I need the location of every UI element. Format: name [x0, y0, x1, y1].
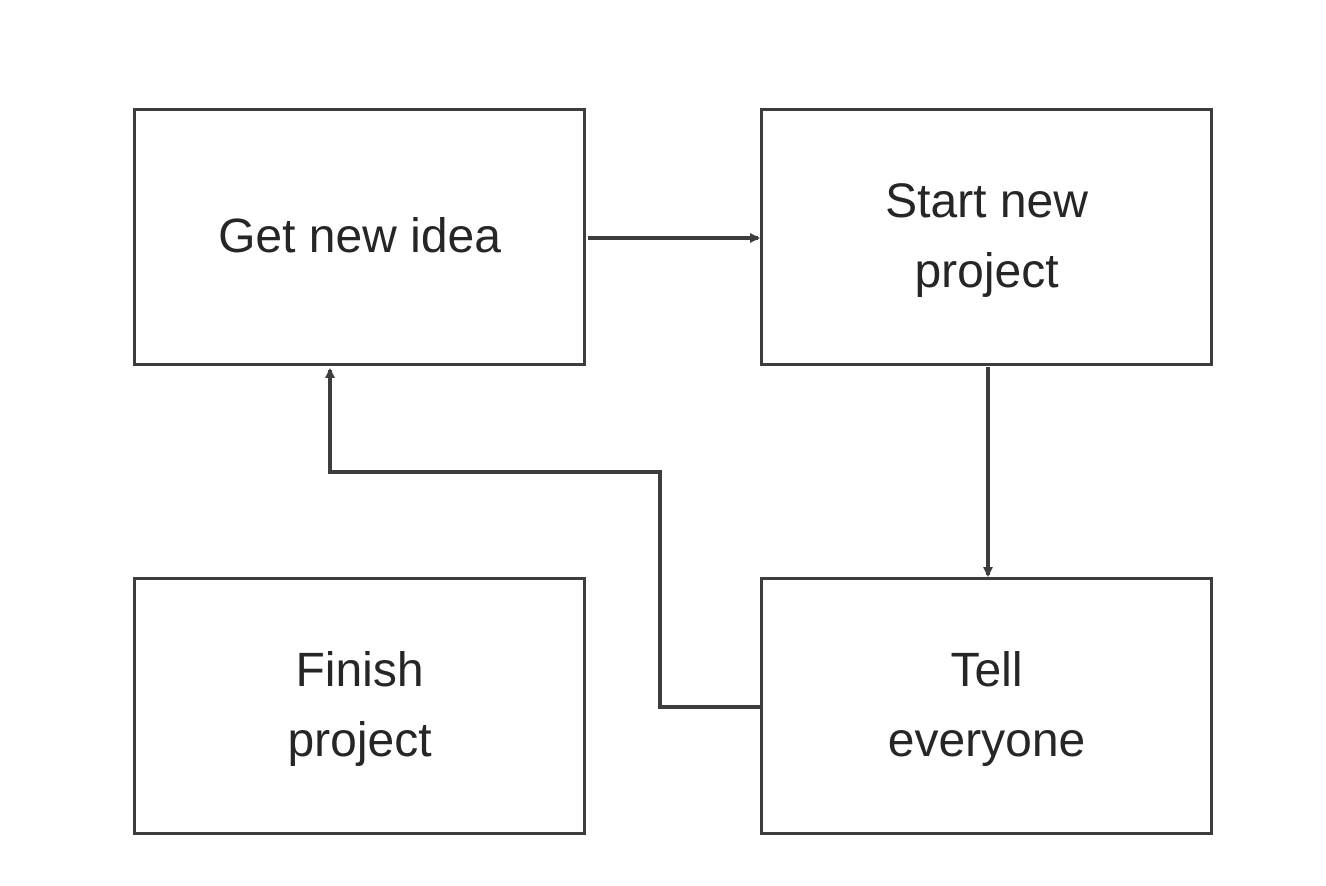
node-get-new-idea: Get new idea [133, 108, 586, 366]
node-label-tell-everyone: Tell everyone [887, 644, 1086, 767]
node-label-get-new-idea: Get new idea [218, 210, 501, 263]
node-label-start-new-project: Start new project [885, 175, 1088, 298]
node-tell-everyone: Tell everyone [760, 577, 1213, 835]
node-finish-project: Finish project [133, 577, 586, 835]
node-label-finish-project: Finish project [287, 644, 432, 767]
node-start-new-project: Start new project [760, 108, 1213, 366]
